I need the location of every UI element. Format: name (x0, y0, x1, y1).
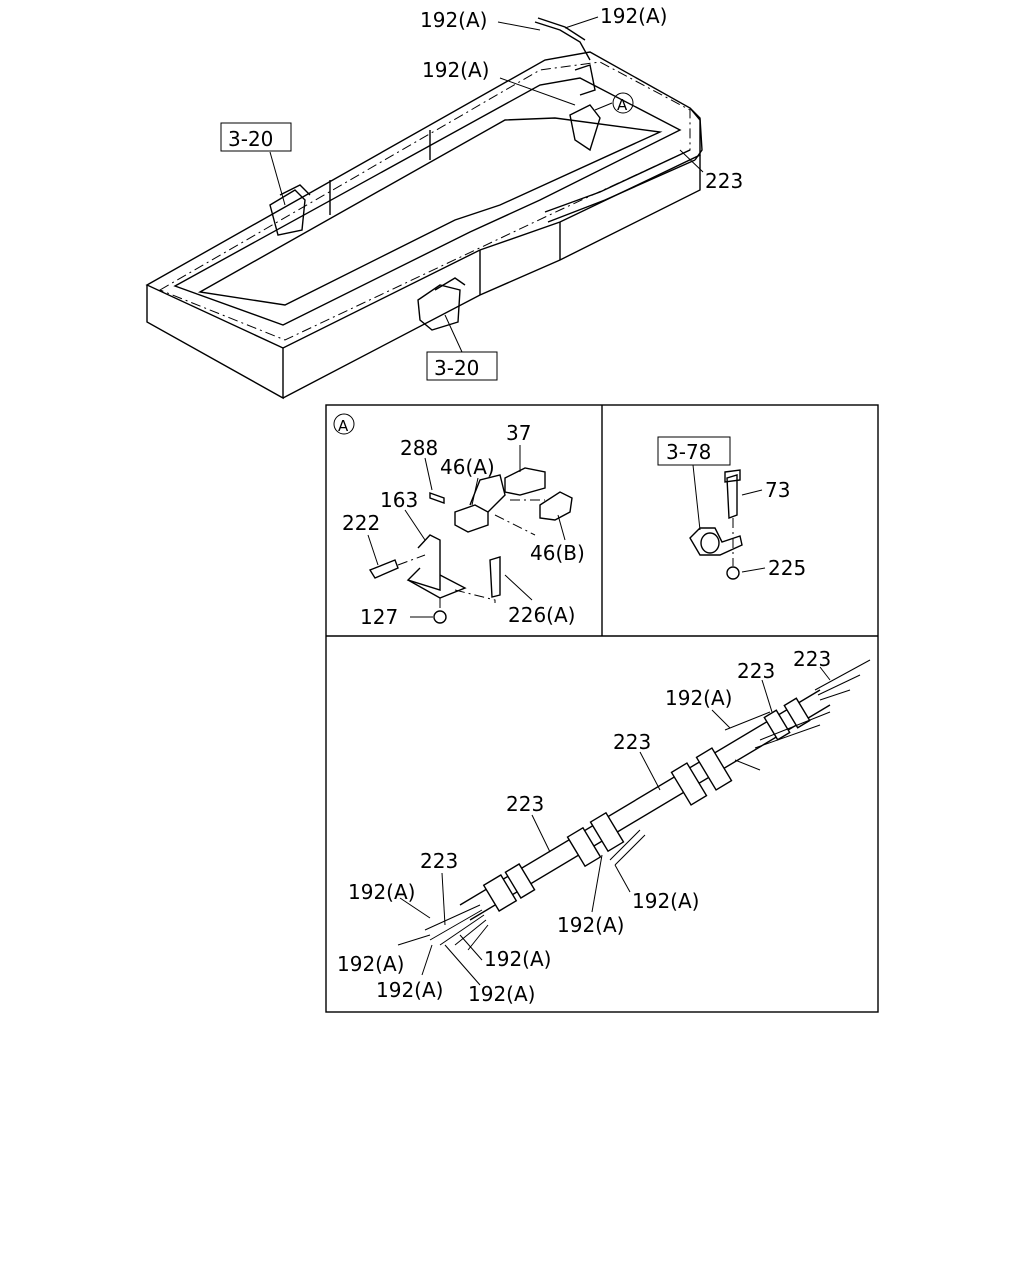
circle-ref-a-panel (333, 413, 355, 435)
connector-37-drawing (504, 467, 546, 496)
label-225: 225 (768, 556, 806, 580)
bolt-222-drawing (368, 559, 399, 579)
label-223-top: 223 (705, 169, 743, 193)
label-223-harness-left: 223 (420, 849, 458, 873)
ref-3-20-bottom: 3-20 (434, 356, 479, 380)
circle-ref-a-top (612, 92, 634, 114)
bolt-288-drawing (429, 492, 445, 504)
circle-ref-a-top-text: A (617, 96, 628, 114)
circle-ref-a-panel-text: A (338, 417, 349, 435)
panel-a-detail: A (333, 413, 573, 624)
label-73: 73 (765, 478, 790, 502)
label-192a-top-right: 192(A) (600, 4, 667, 28)
label-192a-upper: 192(A) (422, 58, 489, 82)
label-192a-harness-center-low: 192(A) (557, 913, 624, 937)
tee-fitting-46a-drawing (454, 504, 489, 533)
label-46b: 46(B) (530, 541, 585, 565)
label-37: 37 (506, 421, 531, 445)
label-192a-harness-left-upper: 192(A) (348, 880, 415, 904)
label-288: 288 (400, 436, 438, 460)
elbow-46b-drawing (539, 491, 573, 521)
label-192a-harness-bottom-2: 192(A) (484, 947, 551, 971)
label-223-mid-right: 223 (737, 659, 775, 683)
label-192a-harness-upper: 192(A) (665, 686, 732, 710)
bolt-226a-drawing (489, 556, 501, 598)
harness-drawing (397, 659, 871, 986)
ref-3-20-left: 3-20 (228, 127, 273, 151)
label-127: 127 (360, 605, 398, 629)
nut-225-drawing (726, 566, 740, 580)
ref-box-3-20-left (220, 122, 292, 152)
label-192a-top-left: 192(A) (420, 8, 487, 32)
bolt-73-drawing (726, 474, 738, 519)
label-223-harness-mid: 223 (613, 730, 651, 754)
label-192a-harness-bottom-1: 192(A) (337, 952, 404, 976)
panel-b-detail (657, 436, 766, 580)
label-222: 222 (342, 511, 380, 535)
chassis-frame-drawing (145, 16, 704, 400)
clamp-drawing (689, 527, 743, 556)
label-192a-harness-bottom-3: 192(A) (376, 978, 443, 1002)
label-226a: 226(A) (508, 603, 575, 627)
nut-127-drawing (433, 610, 447, 624)
ref-box-3-20-bottom (426, 351, 498, 381)
label-223-top-right: 223 (793, 647, 831, 671)
label-192a-harness-bottom-4: 192(A) (468, 982, 535, 1006)
ref-box-3-78 (657, 436, 731, 466)
bracket-163-drawing (406, 534, 441, 591)
label-163: 163 (380, 488, 418, 512)
label-192a-harness-center-right: 192(A) (632, 889, 699, 913)
label-223-harness-center: 223 (506, 792, 544, 816)
ref-3-78: 3-78 (666, 440, 711, 464)
label-46a: 46(A) (440, 455, 495, 479)
